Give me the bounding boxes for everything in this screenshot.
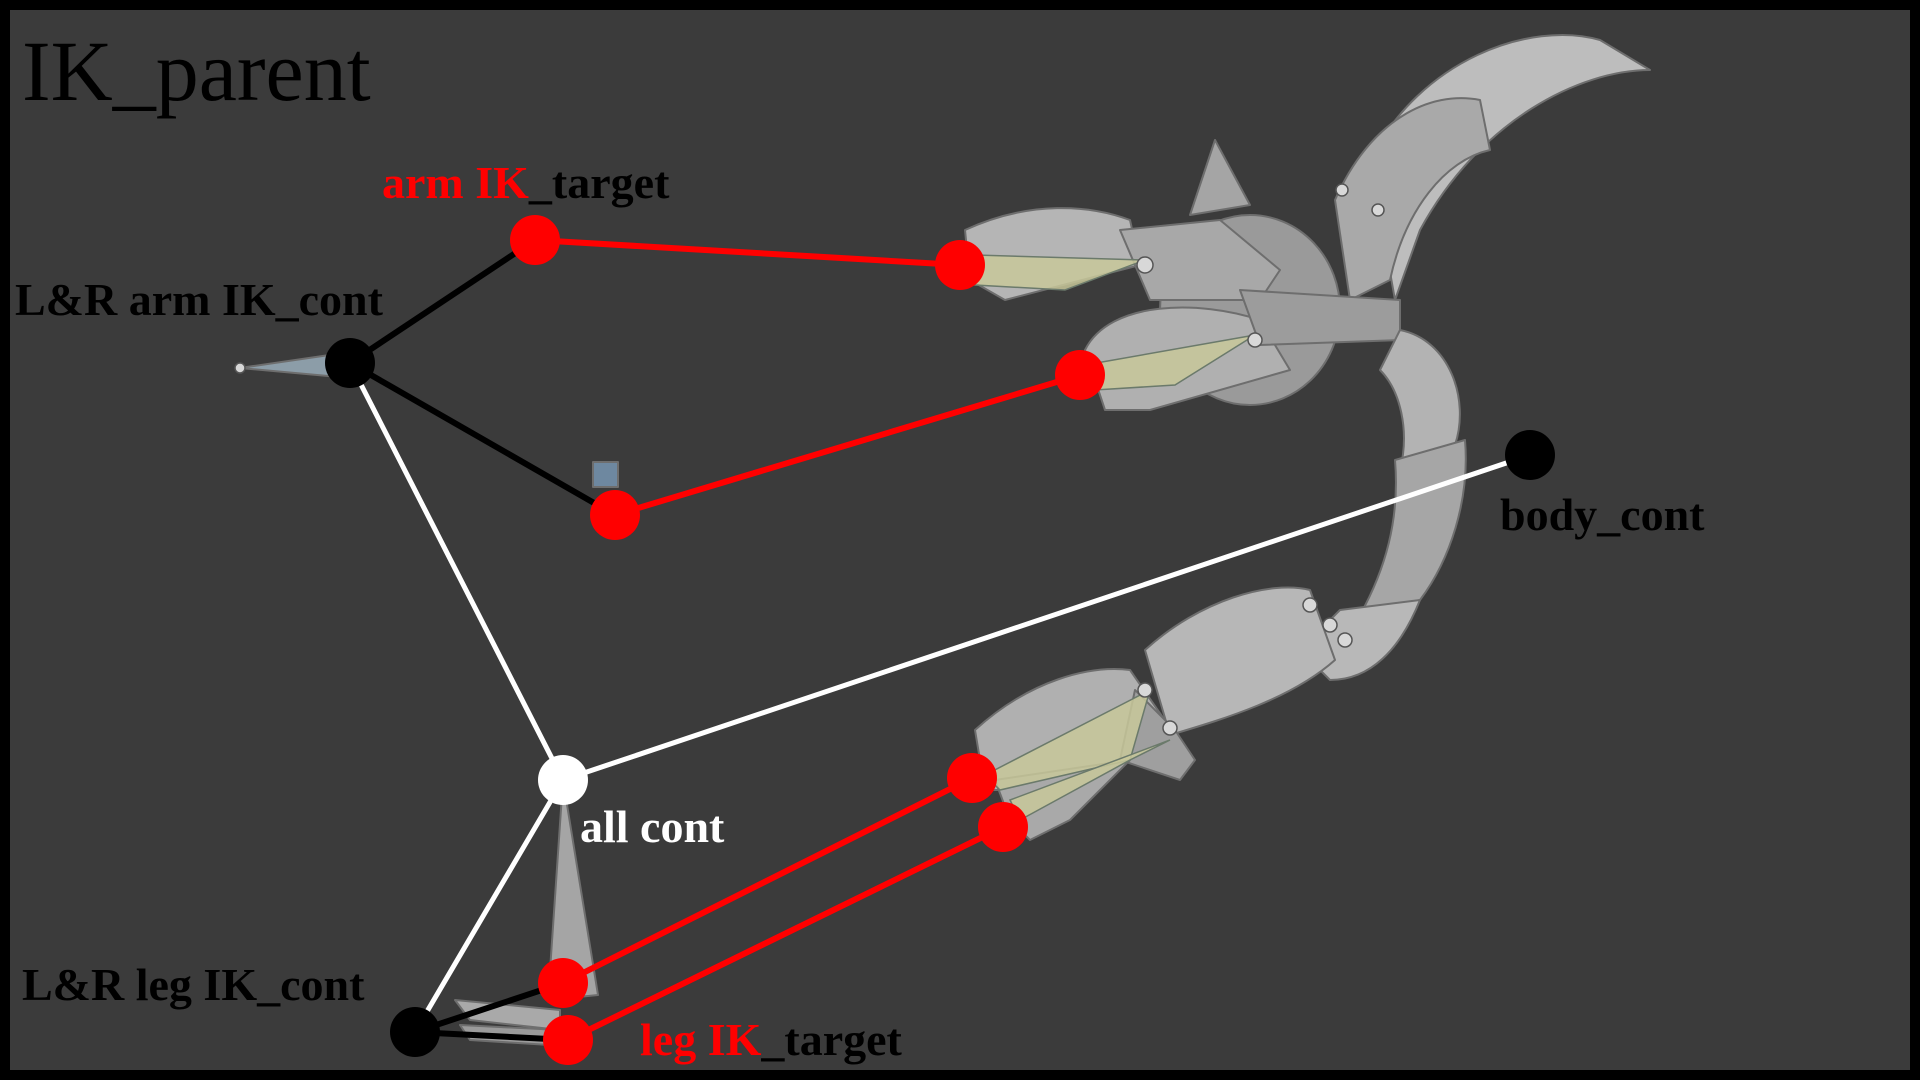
joint	[1371, 203, 1385, 217]
link-arm-target2	[612, 372, 1083, 518]
link-armcont-target2	[347, 360, 618, 518]
joint	[1247, 332, 1263, 348]
link-arm-target1	[532, 237, 963, 268]
arm-end-node-1	[935, 240, 985, 290]
joint	[1337, 632, 1353, 648]
diagram-title: IK_parent	[22, 23, 371, 119]
nodes	[325, 215, 1555, 1065]
tail-segment-middle	[1334, 97, 1491, 301]
viewport	[10, 10, 1910, 1070]
leg-end-node-1	[947, 753, 997, 803]
leg-ik-cont-node	[390, 1007, 440, 1057]
arm-target-cube	[592, 461, 619, 488]
arm-ik-target-label: arm IK_target	[382, 157, 670, 208]
joint	[1322, 617, 1338, 633]
joint	[1302, 597, 1318, 613]
arm-end-node-2	[1055, 350, 1105, 400]
body-cont-label: body_cont	[1500, 489, 1705, 540]
leg-end-node-2	[978, 802, 1028, 852]
connections	[347, 237, 1533, 1043]
all-cont-label: all cont	[580, 801, 725, 852]
joint	[234, 362, 246, 374]
link-all-leg	[412, 777, 566, 1035]
leg-ik-target-label: leg IK_target	[640, 1014, 903, 1065]
leg-ik-cont-label: L&R leg IK_cont	[22, 959, 365, 1010]
body-cont-node	[1505, 430, 1555, 480]
upper-forearm-mesh	[1119, 219, 1281, 301]
link-legcont-target2	[412, 1029, 571, 1043]
joint	[1136, 256, 1154, 274]
joint	[1335, 183, 1349, 197]
hip-mesh	[1144, 586, 1336, 736]
link-leg-target1	[560, 775, 975, 986]
link-armcont-target1	[347, 237, 538, 366]
head-spike	[1189, 139, 1251, 216]
all-cont-node	[538, 755, 588, 805]
arm-ik-target-node-2	[590, 490, 640, 540]
leg-ik-target-node-2	[543, 1015, 593, 1065]
link-all-body	[560, 452, 1533, 783]
shoulder-mesh	[1239, 289, 1401, 346]
arm-ik-target-label-black: _target	[528, 157, 670, 208]
link-all-arm	[347, 360, 566, 783]
arm-ik-target-label-red: arm IK	[382, 157, 529, 208]
leg-ik-target-label-black: _target	[760, 1014, 902, 1065]
joints	[234, 183, 1385, 736]
joint	[1162, 720, 1178, 736]
link-legcont-target1	[412, 980, 566, 1035]
leg-ik-target-label-red: leg IK	[640, 1014, 762, 1065]
character-mesh	[239, 34, 1651, 1046]
leg-ik-target-node-1	[538, 958, 588, 1008]
arm-ik-target-node-1	[510, 215, 560, 265]
joint	[1137, 682, 1153, 698]
link-leg-target2	[565, 824, 1006, 1043]
arm-ik-cont-label: L&R arm IK_cont	[15, 274, 384, 325]
arm-ik-cont-node	[325, 338, 375, 388]
